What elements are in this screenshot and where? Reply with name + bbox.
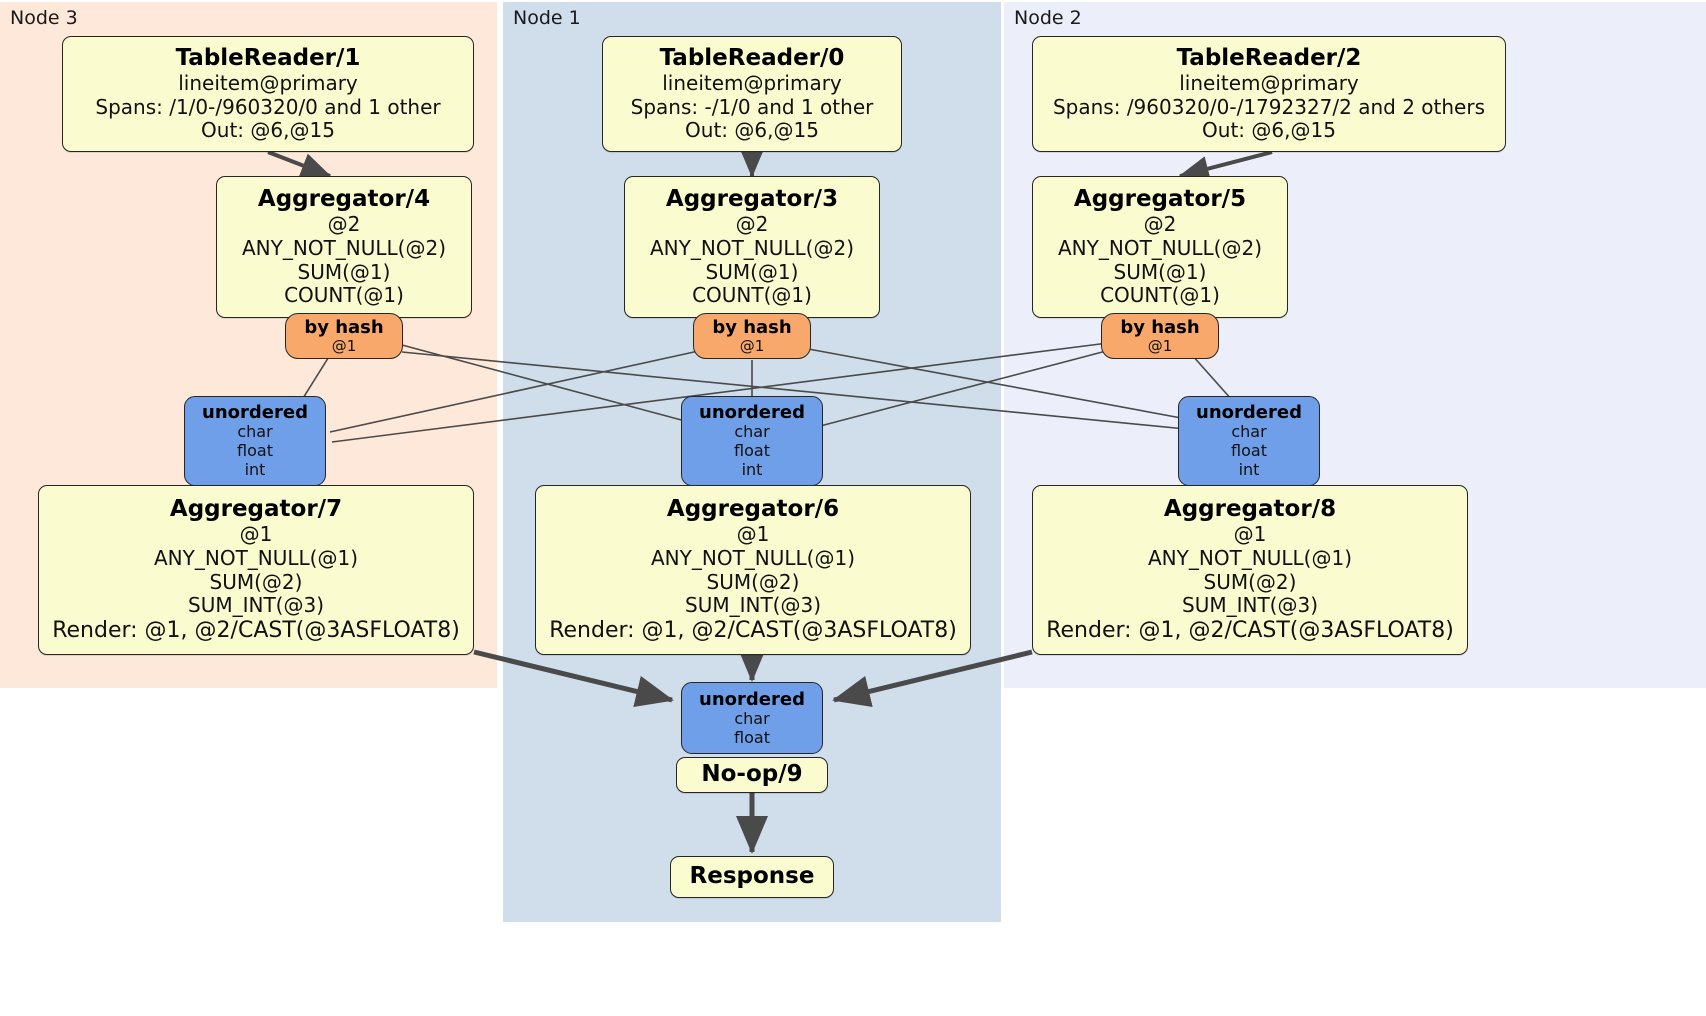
processor-render-line: Render: @1, @2/CAST(@3ASFLOAT8) xyxy=(1046,617,1454,643)
processor-table-reader-1[interactable]: TableReader/1 lineitem@primary Spans: /1… xyxy=(62,36,474,152)
processor-detail-line: SUM(@1) xyxy=(1113,259,1207,284)
processor-aggregator-8[interactable]: Aggregator/8 @1 ANY_NOT_NULL(@1) SUM(@2)… xyxy=(1032,485,1468,655)
processor-table-reader-0[interactable]: TableReader/0 lineitem@primary Spans: -/… xyxy=(602,36,902,152)
processor-detail-line: COUNT(@1) xyxy=(692,283,812,308)
router-column: @1 xyxy=(739,336,765,355)
processor-detail-line: ANY_NOT_NULL(@1) xyxy=(1148,545,1352,570)
stream-type: float xyxy=(237,441,273,461)
processor-detail-line: lineitem@primary xyxy=(178,71,358,96)
processor-detail-line: @2 xyxy=(327,212,361,237)
stream-title: unordered xyxy=(699,402,805,424)
processor-detail-line: ANY_NOT_NULL(@2) xyxy=(1058,235,1262,260)
processor-title: Aggregator/8 xyxy=(1163,496,1337,523)
processor-response[interactable]: Response xyxy=(670,856,834,898)
processor-detail-line: @1 xyxy=(239,522,273,547)
stream-title: unordered xyxy=(699,688,805,710)
stream-type: char xyxy=(734,708,770,728)
processor-aggregator-6[interactable]: Aggregator/6 @1 ANY_NOT_NULL(@1) SUM(@2)… xyxy=(535,485,971,655)
processor-table-reader-2[interactable]: TableReader/2 lineitem@primary Spans: /9… xyxy=(1032,36,1506,152)
router-column: @1 xyxy=(331,336,357,355)
processor-title: Aggregator/6 xyxy=(666,496,840,523)
processor-aggregator-5[interactable]: Aggregator/5 @2 ANY_NOT_NULL(@2) SUM(@1)… xyxy=(1032,176,1288,318)
processor-title: Response xyxy=(689,863,815,890)
node-panel-label-node1: Node 1 xyxy=(513,7,581,29)
processor-title: Aggregator/7 xyxy=(169,496,343,523)
stream-type: float xyxy=(734,727,770,747)
stream-type: int xyxy=(741,460,763,480)
processor-detail-line: SUM_INT(@3) xyxy=(1182,593,1318,618)
processor-detail-line: SUM_INT(@3) xyxy=(188,593,324,618)
processor-title: Aggregator/4 xyxy=(257,186,431,213)
router-title: by hash xyxy=(1120,316,1200,338)
processor-detail-line: ANY_NOT_NULL(@2) xyxy=(650,235,854,260)
processor-aggregator-7[interactable]: Aggregator/7 @1 ANY_NOT_NULL(@1) SUM(@2)… xyxy=(38,485,474,655)
processor-title: Aggregator/3 xyxy=(665,186,839,213)
processor-detail-line: ANY_NOT_NULL(@2) xyxy=(242,235,446,260)
processor-detail-line: SUM_INT(@3) xyxy=(685,593,821,618)
processor-detail-line: ANY_NOT_NULL(@1) xyxy=(651,545,855,570)
stream-unordered-node2[interactable]: unordered char float int xyxy=(1178,396,1320,486)
router-column: @1 xyxy=(1147,336,1173,355)
processor-detail-line: @2 xyxy=(1143,212,1177,237)
processor-detail-line: SUM(@2) xyxy=(706,569,800,594)
processor-detail-line: SUM(@1) xyxy=(297,259,391,284)
processor-detail-line: @1 xyxy=(736,522,770,547)
router-by-hash-node1[interactable]: by hash @1 xyxy=(693,313,811,359)
node-panel-label-node2: Node 2 xyxy=(1014,7,1082,29)
stream-type: int xyxy=(244,460,266,480)
processor-detail-line: Spans: /960320/0-/1792327/2 and 2 others xyxy=(1052,94,1485,119)
processor-title: TableReader/2 xyxy=(1176,45,1362,72)
processor-title: TableReader/0 xyxy=(659,45,845,72)
stream-type: char xyxy=(1231,422,1267,442)
stream-type: float xyxy=(734,441,770,461)
router-title: by hash xyxy=(712,316,792,338)
stream-unordered-node3[interactable]: unordered char float int xyxy=(184,396,326,486)
stream-unordered-node1[interactable]: unordered char float int xyxy=(681,396,823,486)
processor-detail-line: Out: @6,@15 xyxy=(1202,118,1336,143)
processor-title: Aggregator/5 xyxy=(1073,186,1247,213)
processor-detail-line: COUNT(@1) xyxy=(284,283,404,308)
stream-type: char xyxy=(237,422,273,442)
router-title: by hash xyxy=(304,316,384,338)
processor-detail-line: Out: @6,@15 xyxy=(685,118,819,143)
stream-type: char xyxy=(734,422,770,442)
processor-detail-line: SUM(@2) xyxy=(209,569,303,594)
processor-render-line: Render: @1, @2/CAST(@3ASFLOAT8) xyxy=(549,617,957,643)
processor-detail-line: @1 xyxy=(1233,522,1267,547)
stream-type: float xyxy=(1231,441,1267,461)
router-by-hash-node2[interactable]: by hash @1 xyxy=(1101,313,1219,359)
processor-detail-line: @2 xyxy=(735,212,769,237)
processor-detail-line: SUM(@2) xyxy=(1203,569,1297,594)
processor-detail-line: lineitem@primary xyxy=(662,71,842,96)
stream-type: int xyxy=(1238,460,1260,480)
processor-noop-9[interactable]: No-op/9 xyxy=(676,757,828,793)
processor-detail-line: COUNT(@1) xyxy=(1100,283,1220,308)
processor-render-line: Render: @1, @2/CAST(@3ASFLOAT8) xyxy=(52,617,460,643)
node-panel-label-node3: Node 3 xyxy=(10,7,78,29)
processor-title: TableReader/1 xyxy=(175,45,361,72)
processor-detail-line: Spans: /1/0-/960320/0 and 1 other xyxy=(95,94,441,119)
stream-unordered-final[interactable]: unordered char float xyxy=(681,682,823,754)
processor-detail-line: lineitem@primary xyxy=(1179,71,1359,96)
stream-title: unordered xyxy=(1196,402,1302,424)
processor-aggregator-4[interactable]: Aggregator/4 @2 ANY_NOT_NULL(@2) SUM(@1)… xyxy=(216,176,472,318)
processor-detail-line: Spans: -/1/0 and 1 other xyxy=(630,94,874,119)
stream-title: unordered xyxy=(202,402,308,424)
processor-detail-line: Out: @6,@15 xyxy=(201,118,335,143)
router-by-hash-node3[interactable]: by hash @1 xyxy=(285,313,403,359)
processor-aggregator-3[interactable]: Aggregator/3 @2 ANY_NOT_NULL(@2) SUM(@1)… xyxy=(624,176,880,318)
processor-detail-line: ANY_NOT_NULL(@1) xyxy=(154,545,358,570)
processor-detail-line: SUM(@1) xyxy=(705,259,799,284)
processor-title: No-op/9 xyxy=(701,761,803,788)
